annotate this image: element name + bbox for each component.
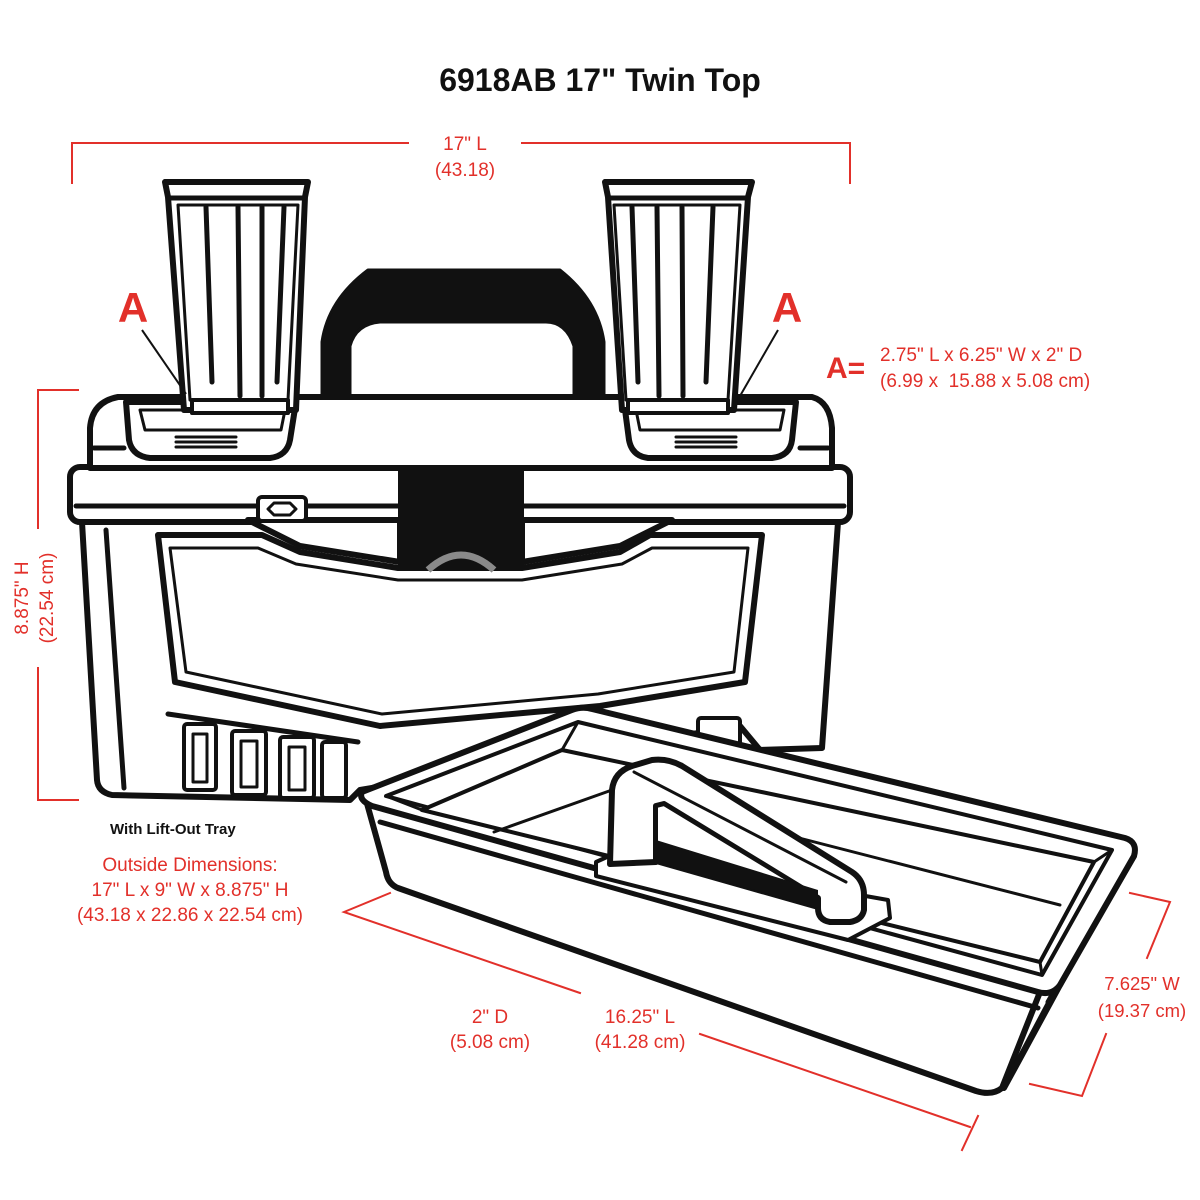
tray-depth-metric: (5.08 cm) — [450, 1032, 530, 1053]
length-dimension: 17" L (43.18) — [71, 134, 851, 184]
base-foot-4 — [320, 740, 348, 800]
left-lid-bottom-lip — [190, 398, 290, 415]
toolbox — [67, 179, 853, 803]
carry-handle[interactable] — [320, 268, 606, 400]
outside-dimensions-imperial: 17" L x 9" W x 8.875" H — [92, 880, 289, 901]
height-dimension: 8.875" H (22.54 cm) — [12, 389, 79, 801]
compartment-marker-right: A — [772, 284, 802, 331]
compartment-size: 2.75" L x 6.25" W x 2" D — [880, 345, 1082, 366]
tray-width-metric: (19.37 cm) — [1098, 1000, 1186, 1021]
front-panel-inner-edge — [168, 546, 750, 716]
tray-length-dimension-line — [341, 891, 980, 1152]
height-label: 8.875" H — [12, 561, 33, 634]
outside-dimensions-metric: (43.18 x 22.86 x 22.54 cm) — [77, 905, 303, 926]
hinge-knob — [256, 495, 308, 523]
tray-inner-corners — [384, 720, 1114, 977]
tray-handle-shadow — [656, 840, 818, 908]
tray-handle-bevel — [632, 770, 848, 884]
tray-handle[interactable] — [607, 756, 867, 925]
tray-width-dimension-line — [1028, 891, 1172, 1098]
left-lid-ribs — [203, 204, 287, 399]
right-compartment-vent — [674, 435, 738, 449]
tray-front-lip — [377, 819, 1041, 1011]
right-lid-bottom-lip — [626, 398, 730, 415]
left-compartment-vent — [174, 435, 238, 449]
left-organizer-lid[interactable] — [162, 179, 311, 415]
right-organizer-lid[interactable] — [602, 179, 755, 415]
tray-front-face — [363, 797, 1043, 1096]
latch-release-arc — [425, 551, 497, 573]
front-panel — [155, 532, 765, 729]
outside-dimensions: Outside Dimensions: 17" L x 9" W x 8.875… — [77, 855, 303, 926]
height-dimension-line — [37, 389, 79, 801]
tray-length-dimension: 2" D (5.08 cm) 16.25" L (41.28 cm) — [341, 891, 980, 1152]
tray-depth-label: 2" D — [472, 1007, 508, 1028]
length-metric: (43.18) — [435, 160, 495, 181]
diagram-title: 6918AB 17" Twin Top — [439, 62, 761, 98]
compartment-leader-right — [739, 329, 779, 397]
compartment-callouts: A A A= 2.75" L x 6.25" W x 2" D (6.99 x … — [118, 284, 1090, 397]
hinge-knob-hex — [266, 501, 298, 517]
compartment-key: A= — [826, 352, 865, 385]
compartment-size-metric: (6.99 x 15.88 x 5.08 cm) — [880, 371, 1090, 392]
latch[interactable] — [398, 465, 524, 569]
length-label: 17" L — [443, 134, 487, 155]
base-ledge — [165, 711, 361, 745]
base-foot-2-inner — [239, 739, 259, 789]
base-foot-3-inner — [287, 745, 307, 792]
tray-width-label: 7.625" W — [1104, 973, 1180, 994]
outside-dimensions-heading: Outside Dimensions: — [102, 855, 277, 876]
lift-out-tray[interactable] — [358, 704, 1138, 1096]
tray-width-dimension: 7.625" W (19.37 cm) — [1028, 891, 1186, 1098]
right-lid-ribs — [629, 204, 716, 399]
tray-note: With Lift-Out Tray — [110, 821, 236, 838]
tray-length-metric: (41.28 cm) — [595, 1032, 686, 1053]
length-dimension-line — [71, 142, 851, 184]
body-side-edge — [103, 527, 127, 791]
base-foot-1-inner — [191, 732, 209, 784]
height-metric: (22.54 cm) — [37, 553, 58, 644]
compartment-leader-left — [141, 329, 187, 395]
compartment-marker-left: A — [118, 284, 148, 331]
tray-length-label: 16.25" L — [605, 1007, 675, 1028]
